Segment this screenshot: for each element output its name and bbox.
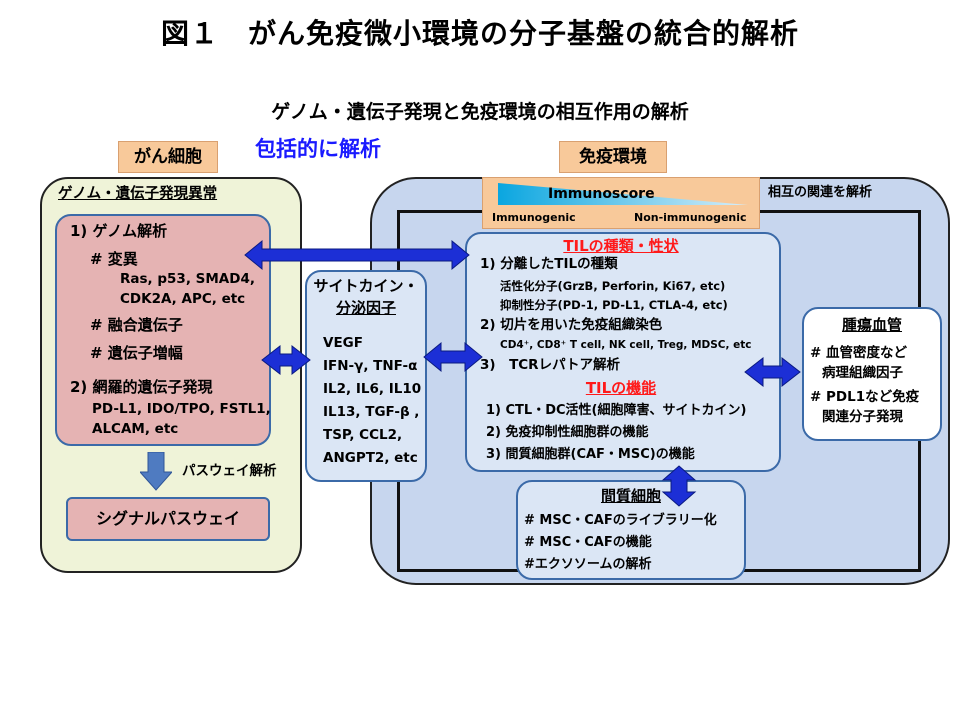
tumor-vessel-title: 腫瘍血管: [841, 316, 902, 334]
cytokine-til-arrow: [423, 341, 483, 373]
cytokine-title-2: 分泌因子: [335, 299, 396, 317]
genome-til-arrow: [244, 239, 470, 271]
expression-genes-2: ALCAM, etc: [92, 421, 179, 437]
mutation-label: # 変異: [90, 250, 138, 268]
til-function-3: 3) 間質細胞群(CAF・MSC)の機能: [486, 447, 695, 462]
vessel-item-1a: # 血管密度など: [810, 345, 908, 361]
page-title: 図１ がん免疫微小環境の分子基盤の統合的解析: [160, 17, 799, 50]
cytokine-item: IFN-γ, TNF-α: [323, 358, 418, 374]
genome-analysis-box: [55, 214, 271, 446]
cytokine-title-1: サイトカイン・: [313, 277, 419, 295]
stroma-item-2: # MSC・CAFの機能: [524, 535, 652, 550]
diagram-subtitle: ゲノム・遺伝子発現と免疫環境の相互作用の解析: [271, 101, 689, 123]
til-function-title: TILの機能: [585, 379, 657, 397]
til-sorted-title: 1) 分離したTILの種類: [480, 256, 618, 272]
immunoscore-label: Immunoscore: [548, 186, 655, 202]
expression-cytokine-arrow: [261, 344, 311, 376]
til-staining-title: 2) 切片を用いた免疫組織染色: [480, 317, 663, 333]
correlation-analysis-label: 相互の関連を解析: [768, 185, 873, 200]
mutation-genes-2: CDK2A, APC, etc: [120, 291, 246, 307]
til-stained-cells: CD4⁺, CD8⁺ T cell, NK cell, Treg, MDSC, …: [500, 339, 752, 351]
cytokine-item: IL2, IL6, IL10: [323, 381, 422, 397]
pathway-down-arrow: [140, 452, 172, 491]
genome-analysis-title: 1) ゲノム解析: [70, 222, 168, 240]
vessel-item-1b: 病理組織因子: [822, 365, 903, 381]
non-immunogenic-label: Non-immunogenic: [634, 211, 747, 224]
stroma-item-1: # MSC・CAFのライブラリー化: [524, 513, 717, 528]
fusion-gene-label: # 融合遺伝子: [90, 316, 183, 334]
cytokine-item: VEGF: [323, 335, 363, 351]
stromal-cell-title: 間質細胞: [600, 487, 661, 505]
vessel-item-2a: # PDL1など免疫: [810, 389, 920, 405]
cytokine-item: ANGPT2, etc: [323, 450, 418, 466]
til-tcr-repertoire: 3) TCRレパトア解析: [480, 357, 620, 373]
genome-expression-heading: ゲノム・遺伝子発現異常: [58, 186, 218, 202]
tumor-vessel-box: [802, 307, 942, 441]
til-type-title: TILの種類・性状: [563, 237, 679, 255]
cancer-cell-tag: がん細胞: [118, 141, 218, 173]
gene-amplification-label: # 遺伝子増幅: [90, 344, 183, 362]
vessel-item-2b: 関連分子発現: [822, 409, 903, 425]
immunoscore-gradient-wedge: [498, 183, 748, 205]
pathway-analysis-label: パスウェイ解析: [182, 463, 277, 479]
stromal-cell-box: [516, 480, 746, 580]
til-function-2: 2) 免疫抑制性細胞群の機能: [486, 425, 649, 440]
cytokine-box: [305, 270, 427, 482]
mutation-genes-1: Ras, p53, SMAD4,: [120, 271, 255, 287]
til-vessel-arrow: [744, 356, 801, 388]
cytokine-item: IL13, TGF-β ,: [323, 404, 420, 420]
expression-genes-1: PD-L1, IDO/TPO, FSTL1,: [92, 401, 271, 417]
stroma-item-3: #エクソソームの解析: [524, 557, 652, 572]
signal-pathway-box: シグナルパスウェイ: [66, 497, 270, 541]
til-activation-molecules: 活性化分子(GrzB, Perforin, Ki67, etc): [500, 279, 726, 293]
immunogenic-label: Immunogenic: [492, 211, 576, 224]
til-box: [465, 232, 781, 472]
til-function-1: 1) CTL・DC活性(細胞障害、サイトカイン): [486, 403, 747, 418]
comprehensive-label: 包括的に解析: [255, 137, 381, 161]
cytokine-item: TSP, CCL2,: [323, 427, 403, 443]
til-suppressive-molecules: 抑制性分子(PD-1, PD-L1, CTLA-4, etc): [500, 298, 728, 312]
til-stroma-arrow: [661, 465, 697, 507]
expression-analysis-title: 2) 網羅的遺伝子発現: [70, 378, 213, 396]
immune-env-tag: 免疫環境: [559, 141, 667, 173]
